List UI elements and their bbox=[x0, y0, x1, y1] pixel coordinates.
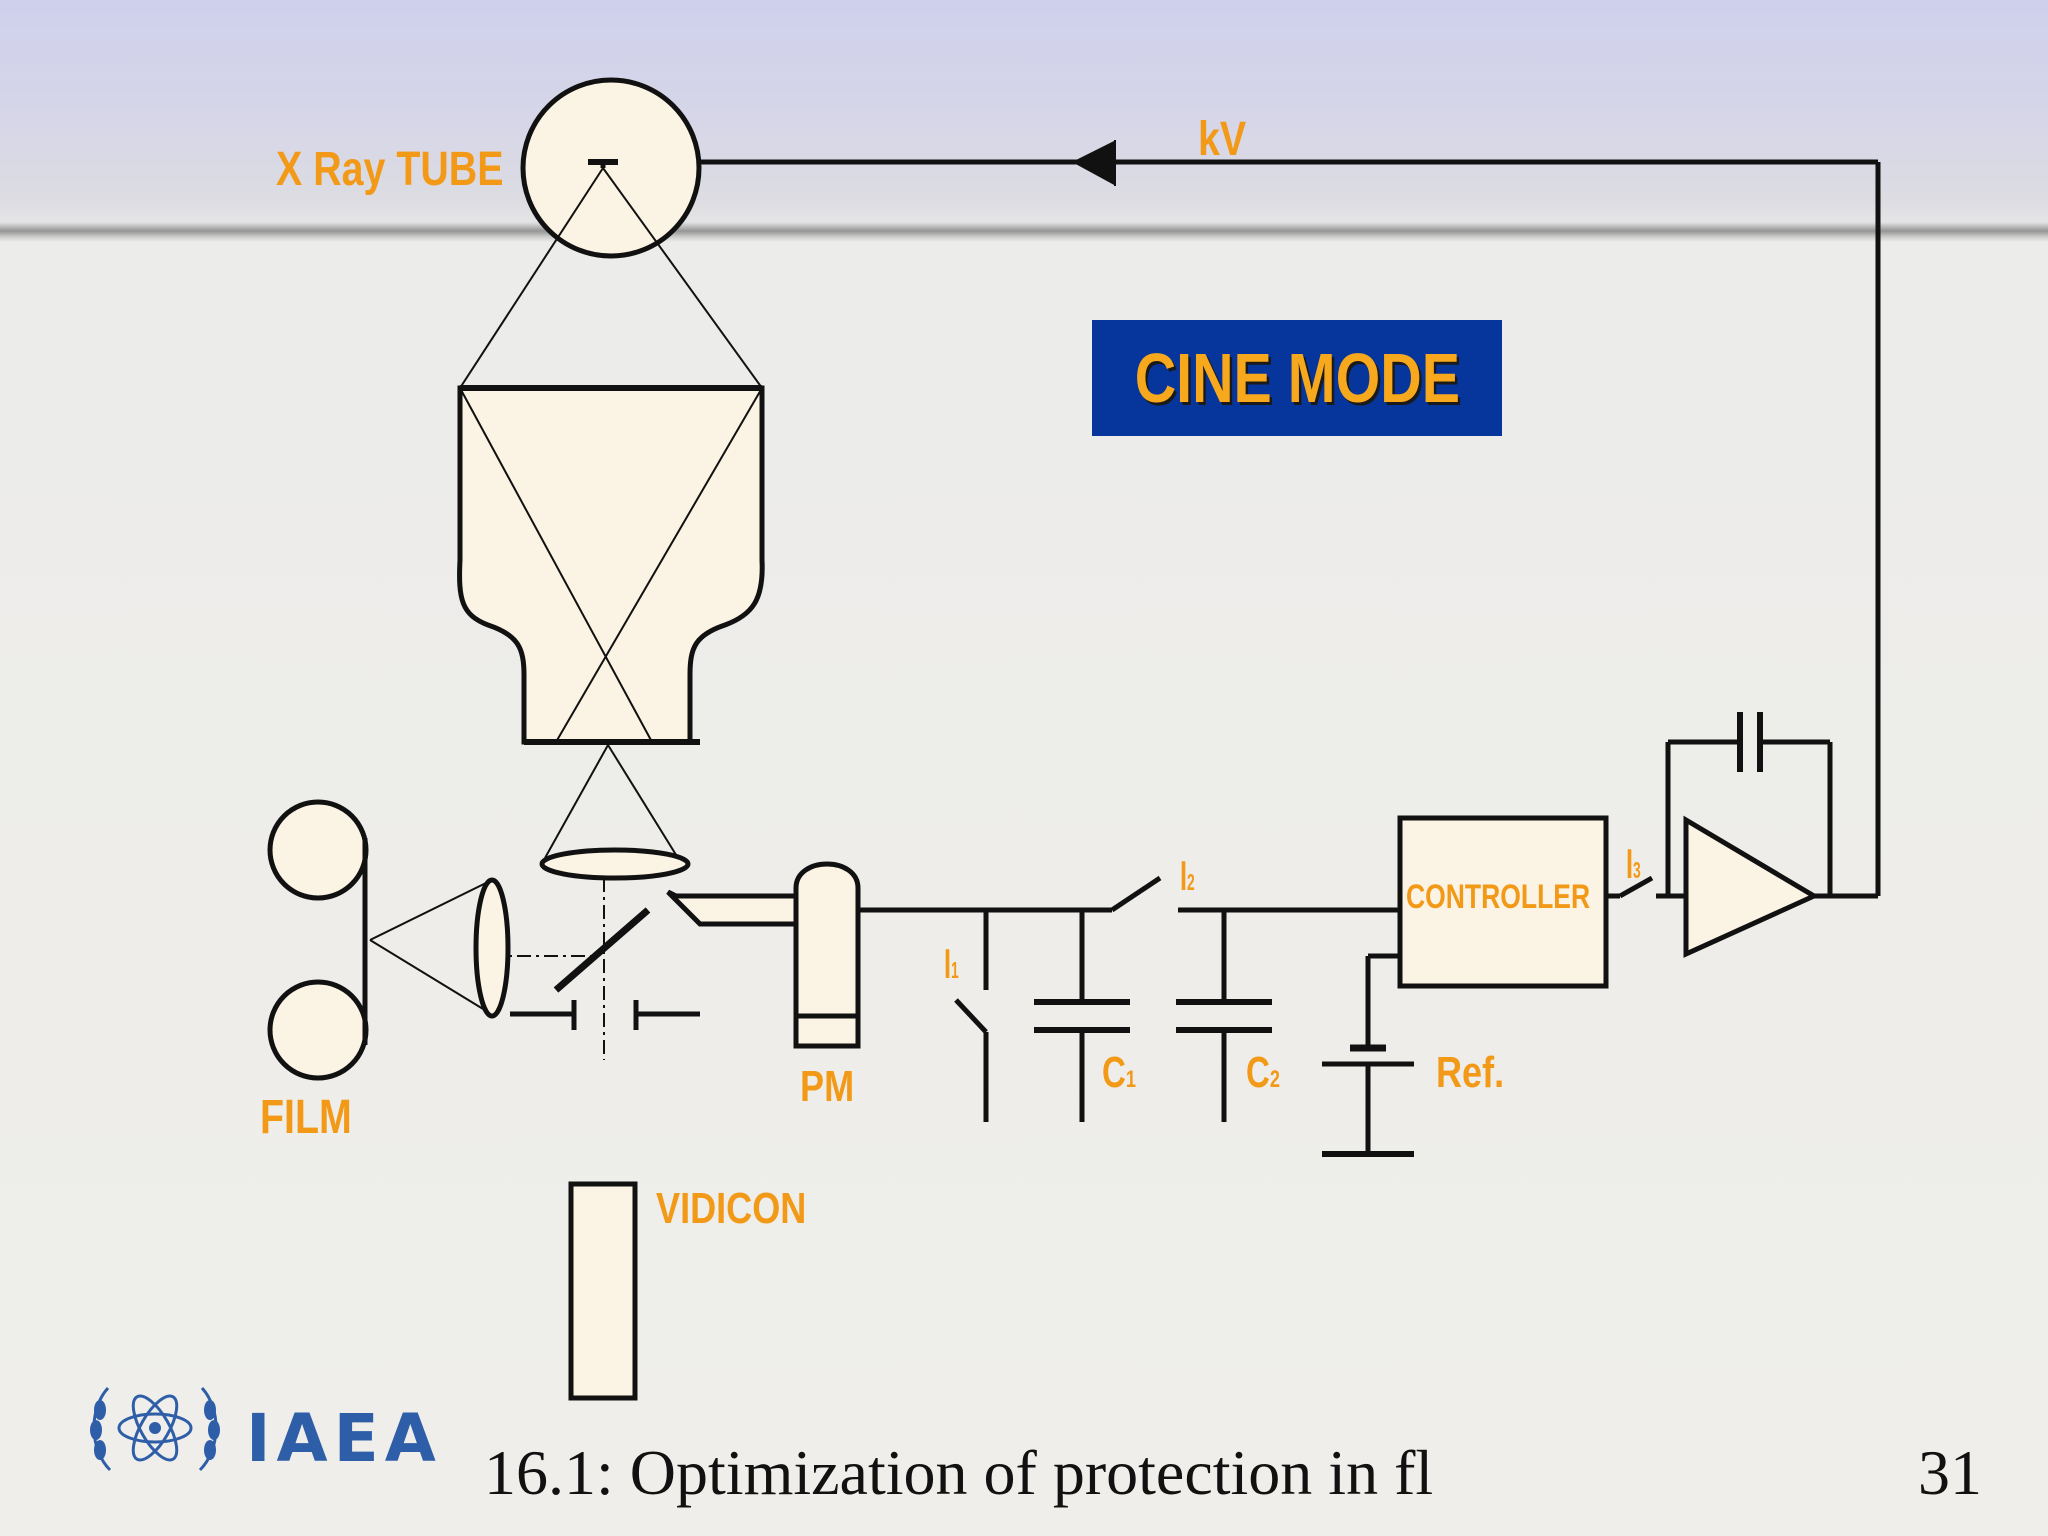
label-i3-main: I bbox=[1626, 840, 1634, 887]
label-c2-main: C bbox=[1246, 1048, 1270, 1097]
output-lens bbox=[539, 847, 691, 881]
label-ref: Ref. bbox=[1436, 1048, 1505, 1097]
label-c1-sub: 1 bbox=[1125, 1066, 1136, 1093]
cine-mode-title: CINE MODE bbox=[1134, 339, 1460, 417]
photomultiplier bbox=[793, 861, 861, 1049]
label-kv: kV bbox=[1198, 113, 1247, 166]
label-controller: CONTROLLER bbox=[1406, 878, 1591, 916]
label-i1-main: I bbox=[944, 940, 952, 987]
label-i2-sub: 2 bbox=[1187, 869, 1195, 895]
controller-box bbox=[1397, 815, 1609, 989]
header-band bbox=[0, 222, 2048, 242]
page-number: 31 bbox=[1918, 1437, 1982, 1508]
vidicon bbox=[568, 1181, 638, 1401]
label-c1: C1 bbox=[1102, 1048, 1136, 1098]
label-c2: C2 bbox=[1246, 1048, 1280, 1098]
footer-title: 16.1: Optimization of protection in fl bbox=[484, 1437, 1434, 1508]
iaea-logo-text: IAEA bbox=[246, 1400, 442, 1477]
label-film: FILM bbox=[260, 1091, 352, 1144]
label-i2: I2 bbox=[1180, 852, 1195, 900]
label-xray-tube: X Ray TUBE bbox=[276, 143, 504, 196]
beam-splitter bbox=[553, 907, 651, 993]
iaea-emblem-icon bbox=[90, 1386, 220, 1472]
label-c2-sub: 2 bbox=[1269, 1066, 1280, 1093]
label-i1: I1 bbox=[944, 940, 959, 988]
amplifier bbox=[1683, 815, 1820, 958]
label-pm: PM bbox=[800, 1062, 855, 1111]
xray-tube bbox=[520, 77, 702, 259]
label-vidicon: VIDICON bbox=[656, 1184, 807, 1233]
film-reel-bottom bbox=[267, 979, 369, 1081]
label-c1-main: C bbox=[1102, 1048, 1126, 1097]
cine-mode-box: CINE MODE bbox=[1092, 320, 1502, 436]
light-guide bbox=[666, 889, 799, 927]
label-i1-sub: 1 bbox=[951, 957, 959, 983]
film-reel-top bbox=[267, 799, 369, 901]
film-lens bbox=[473, 877, 511, 1019]
label-i3: I3 bbox=[1626, 840, 1641, 888]
label-i3-sub: 3 bbox=[1633, 857, 1641, 883]
label-i2-main: I bbox=[1180, 852, 1188, 899]
image-intensifier bbox=[457, 385, 765, 745]
